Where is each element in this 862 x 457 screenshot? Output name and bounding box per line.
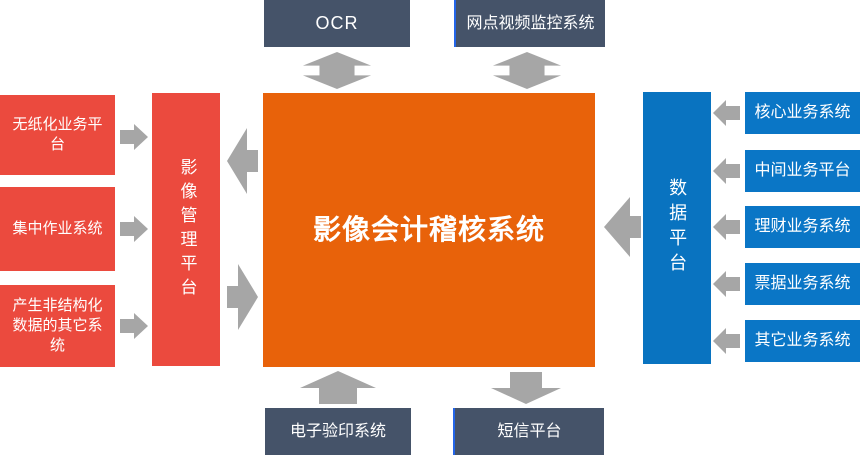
box-other-unstructured-data-systems: 产生非结构化数据的其它系统 [0, 285, 115, 367]
arrow-right-icon [120, 216, 148, 242]
intermediate-business-platform-label: 中间业务平台 [754, 162, 851, 180]
sms-platform-label: 短信平台 [497, 422, 562, 440]
arrow-left-icon [227, 128, 258, 194]
image-management-platform-label: 影像管理平台 [177, 157, 197, 302]
arrow-left-icon [713, 100, 740, 126]
box-core-business-system: 核心业务系统 [745, 92, 860, 134]
arrow-left-icon [713, 214, 740, 240]
box-bill-business-system: 票据业务系统 [745, 263, 860, 305]
box-ocr-system: OCR [264, 0, 410, 47]
double-arrow-vertical-icon [492, 52, 562, 89]
other-unstructured-data-systems-label: 产生非结构化数据的其它系统 [12, 296, 103, 355]
double-arrow-vertical-icon [302, 52, 372, 89]
arrow-left-icon [713, 158, 740, 184]
bill-business-system-label: 票据业务系统 [754, 275, 851, 293]
arrow-left-icon [713, 328, 740, 354]
box-data-platform: 数据平台 [643, 92, 711, 364]
box-centralized-operation-system: 集中作业系统 [0, 187, 115, 271]
box-wealth-business-system: 理财业务系统 [745, 206, 860, 248]
other-business-system-label: 其它业务系统 [754, 332, 851, 350]
core-business-system-label: 核心业务系统 [754, 104, 851, 122]
box-video-monitor-system: 网点视频监控系统 [454, 0, 605, 47]
box-image-management-platform: 影像管理平台 [152, 93, 220, 366]
box-image-accounting-audit-system: 影像会计稽核系统 [263, 93, 595, 367]
paperless-business-platform-label: 无纸化业务平台 [12, 115, 103, 153]
arrow-right-icon [120, 313, 148, 339]
arrow-left-icon [604, 197, 641, 257]
arrow-left-icon [713, 271, 740, 297]
box-intermediate-business-platform: 中间业务平台 [745, 150, 860, 192]
wealth-business-system-label: 理财业务系统 [754, 218, 851, 236]
box-paperless-business-platform: 无纸化业务平台 [0, 95, 115, 175]
electronic-seal-system-label: 电子验印系统 [289, 422, 386, 440]
arrow-right-icon [227, 264, 258, 330]
box-other-business-system: 其它业务系统 [745, 320, 860, 362]
arrow-up-icon [300, 371, 376, 404]
box-sms-platform: 短信平台 [453, 408, 604, 455]
ocr-system-label: OCR [315, 13, 359, 34]
centralized-operation-system-label: 集中作业系统 [12, 219, 103, 237]
arrow-down-icon [491, 372, 561, 404]
arrow-right-icon [120, 124, 148, 150]
video-monitor-system-label: 网点视频监控系统 [466, 14, 595, 32]
image-accounting-audit-system-title: 影像会计稽核系统 [312, 214, 545, 246]
box-electronic-seal-system: 电子验印系统 [265, 408, 411, 455]
data-platform-label: 数据平台 [667, 178, 688, 278]
